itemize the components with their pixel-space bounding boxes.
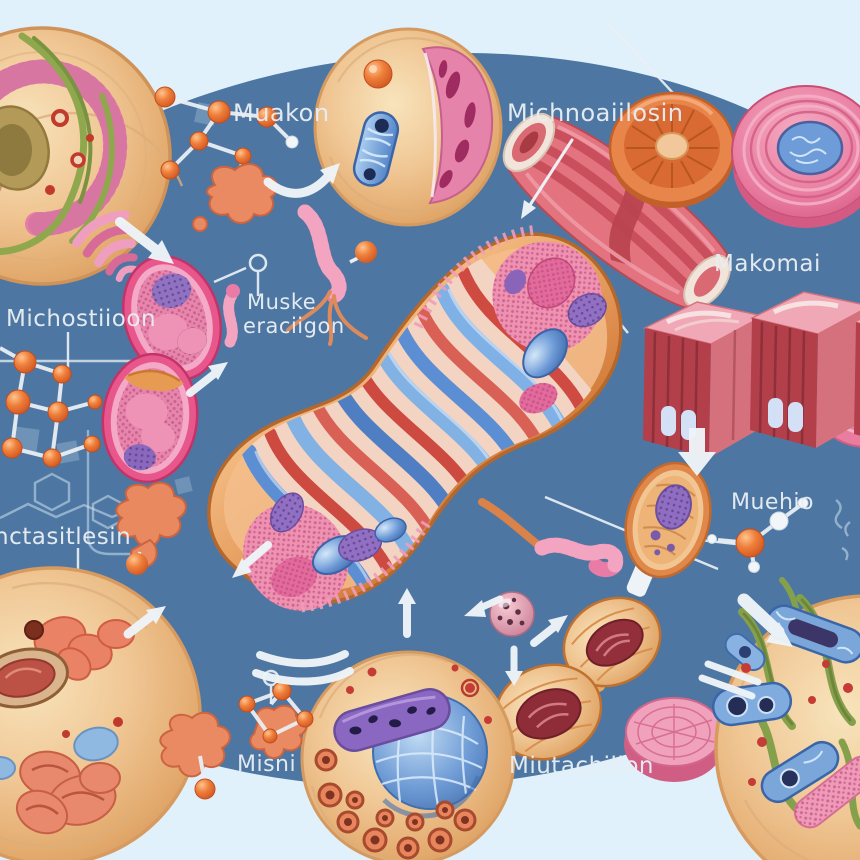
muscle-tissue-cubes: [642, 291, 860, 458]
dark-pore: [24, 620, 44, 640]
worm-top-center: [286, 204, 377, 346]
coral-roots: [286, 290, 368, 346]
double-swoosh-left: [252, 650, 354, 686]
arrow-into-chain: [115, 217, 174, 264]
orange-vesicle: [363, 59, 393, 89]
pink-oval-top: [121, 255, 223, 381]
spotted-vesicle: [489, 591, 535, 637]
label-muske-line2: eraciigon: [243, 314, 345, 338]
molecule-atoms: [154, 86, 299, 180]
arrow-up-from-bottom-cell: [398, 588, 416, 638]
donut-organelles: [314, 748, 477, 860]
molecule-top-left: [154, 86, 299, 232]
matrix-lobe-left: [243, 492, 407, 611]
blue-mitochondrion-rod: [352, 111, 400, 187]
coral-protein-blob: [206, 163, 279, 224]
worm-bottom-of-mito: [478, 498, 624, 578]
mitochondrion-central: [207, 225, 623, 613]
molecule-right: [707, 497, 809, 573]
arrow-up-right-to-mito: [530, 615, 568, 647]
cell-bottom-left: [0, 566, 202, 860]
arrow-label-to-mito: [521, 138, 574, 219]
arrow-into-bottom-right-cell: [737, 593, 793, 647]
capsule-organelle: [0, 647, 69, 709]
label-nctasitlesin: nctasitlesin: [0, 524, 131, 550]
cell-top-left: [0, 26, 184, 286]
arrow-curved-to-top-cell: [263, 163, 340, 198]
pink-striped-cone: [72, 210, 139, 282]
oval-cell-right: [624, 461, 712, 597]
pink-granular-rod: [793, 755, 860, 829]
label-misni: Misni: [237, 752, 296, 777]
worm-small-left: [223, 284, 240, 348]
matrix-lobe-right: [492, 241, 607, 414]
muscle-tissue-chunk: [421, 46, 494, 205]
mitochondria-chain-left: [101, 255, 223, 484]
coral-blob-a: [159, 711, 231, 778]
muscle-streaks: [438, 60, 476, 189]
label-makomai: Makomai: [714, 251, 821, 277]
blue-vesicle: [73, 726, 119, 762]
arrow-down-left-mito: [232, 541, 272, 578]
label-michostiioon: Michostiioon: [6, 306, 156, 332]
arrow-left-to-vesicle: [464, 595, 504, 617]
pink-oval-bottom: [101, 352, 199, 484]
arrows: [115, 138, 793, 700]
coral-organelle-bottom: [15, 750, 121, 835]
label-muske-line1: Muske: [247, 290, 316, 314]
label-muehio: Muehio: [731, 490, 814, 515]
orange-disc-organelle: [608, 91, 736, 208]
molecule-left-middle: [0, 346, 103, 468]
blue-rod-organelles: [711, 604, 860, 804]
arrow-up-right-left: [186, 362, 228, 397]
disc-nucleus: [776, 120, 844, 176]
cell-bottom-center: [300, 650, 516, 860]
red-dots: [346, 664, 492, 724]
arrow-up-right-bottom-left: [123, 606, 166, 639]
label-miutachilion: Miutachilion: [509, 753, 654, 779]
molecule-bottom-left: [159, 681, 314, 800]
label-muakon: Muakon: [233, 99, 330, 127]
arrow-down-from-cubes: [678, 428, 716, 476]
red-dots: [741, 660, 853, 786]
double-swoosh-right: [698, 660, 762, 700]
cell-top-center: [313, 27, 503, 227]
callout-dot-muske: [248, 253, 268, 273]
pink-disc-cell: [731, 85, 860, 228]
label-michnoaiilosin: Michnoaiilosin: [507, 99, 683, 127]
purple-organelle: [333, 688, 451, 752]
pink-fibrous-disc: [624, 697, 724, 782]
cell-bottom-right: [711, 577, 860, 860]
labels: Muakon Michnoaiilosin Muske eraciigon Mi…: [0, 99, 821, 779]
arrow-down-from-vesicle: [505, 645, 523, 686]
red-ring-organelles: [45, 109, 94, 195]
coral-blob-left: [115, 481, 187, 575]
